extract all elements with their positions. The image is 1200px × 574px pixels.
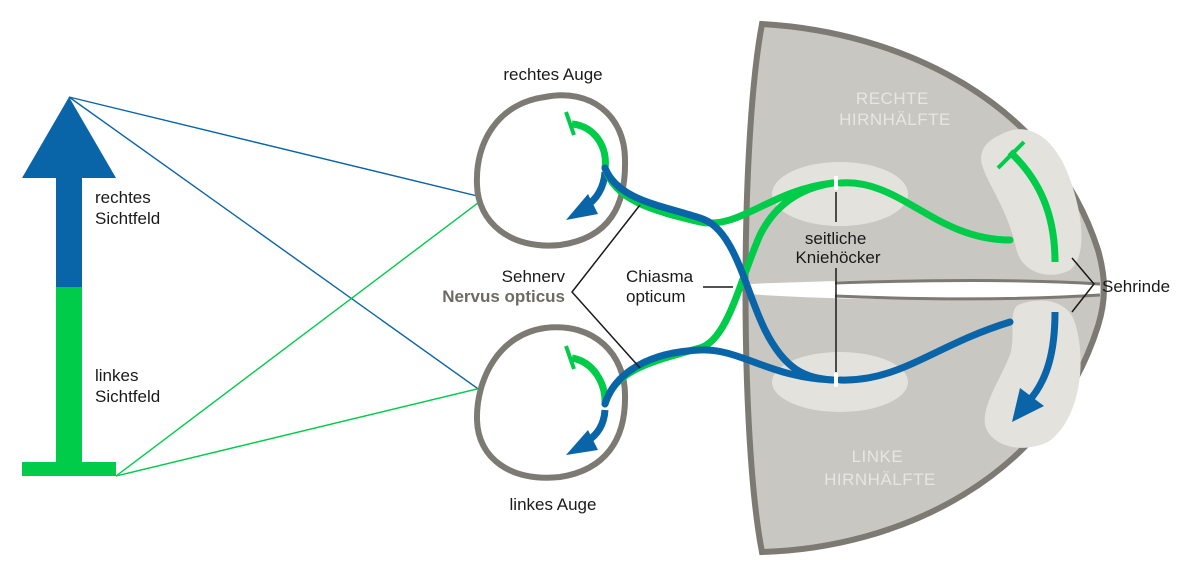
right-eye-label: rechtes Auge: [503, 65, 602, 84]
eyes: [473, 92, 629, 481]
field-bar-blue: [56, 176, 82, 288]
left-eye-retina-green-cap: [564, 345, 576, 370]
field-base-bar: [22, 462, 116, 476]
cortex-leader: [1071, 257, 1095, 313]
pathway-green-to-cortex-right: [836, 179, 1014, 244]
lgn-markers: [834, 176, 838, 387]
left-hemisphere-line-2: HIRNHÄLFTE: [824, 470, 936, 489]
right-eye-retina-green-cap: [564, 111, 576, 136]
cortex-green-cap: [996, 140, 1026, 170]
right-eye-retina-arrowhead: [566, 194, 598, 220]
pathway-blue-left-eye: [601, 346, 837, 408]
cortex-green-arc: [1007, 149, 1059, 263]
right-eye-retina-green: [571, 120, 609, 169]
nerve-label: Sehnerv: [502, 267, 566, 286]
cortex-blue-arc: [1025, 311, 1059, 405]
right-field-line-1: rechtes: [95, 188, 151, 207]
nerve-leader: [571, 204, 641, 369]
chiasma-line-2: opticum: [626, 287, 686, 306]
right-hemisphere-line-2: HIRNHÄLFTE: [839, 110, 951, 129]
right-field-label: rechtes Sichtfeld: [95, 188, 160, 228]
lgn-line-1: seitliche: [805, 229, 866, 248]
chiasma-line-1: Chiasma: [626, 267, 694, 286]
lgn-gap-left: [834, 373, 838, 387]
pathway-blue-right-eye: [601, 164, 837, 384]
left-hemisphere-line-1: LINKE: [852, 447, 904, 466]
cortex-blue-arrowhead: [1012, 388, 1044, 422]
field-arrowhead: [22, 97, 116, 178]
right-hemisphere-line-1: RECHTE: [856, 89, 929, 108]
left-field-line-2: Sichtfeld: [95, 387, 160, 406]
labels: rechtes Sichtfeld linkes Sichtfeld recht…: [95, 65, 1170, 514]
lgn-label: seitliche Kniehöcker: [795, 229, 880, 267]
cortex-arrows: [996, 140, 1059, 422]
brain: RECHTE HIRNHÄLFTE LINKE HIRNHÄLFTE: [742, 20, 1107, 556]
right-hemisphere-label: RECHTE HIRNHÄLFTE: [839, 89, 951, 129]
left-eye-label: linkes Auge: [510, 495, 597, 514]
leader-lines: [571, 204, 1095, 369]
nerve-latin-label: Nervus opticus: [442, 287, 565, 306]
left-field-line-1: linkes: [95, 366, 138, 385]
pathway-blue-to-cortex-left: [836, 318, 1014, 384]
lgn-line-2: Kniehöcker: [795, 248, 880, 267]
right-field-line-2: Sichtfeld: [95, 209, 160, 228]
visual-field: [22, 97, 116, 476]
left-field-label: linkes Sichtfeld: [95, 366, 160, 406]
brain-fissure-edge: [834, 279, 1101, 301]
optic-pathways: [601, 164, 1014, 408]
left-eye-retina-arrowhead: [566, 430, 598, 455]
chiasma-label: Chiasma opticum: [626, 267, 698, 306]
lgn-gap-right: [834, 176, 838, 190]
lgn-area-right: [772, 162, 908, 226]
field-bar-green: [56, 287, 82, 463]
cortex-label: Sehrinde: [1102, 277, 1170, 296]
left-hemisphere-label: LINKE HIRNHÄLFTE: [824, 447, 936, 489]
